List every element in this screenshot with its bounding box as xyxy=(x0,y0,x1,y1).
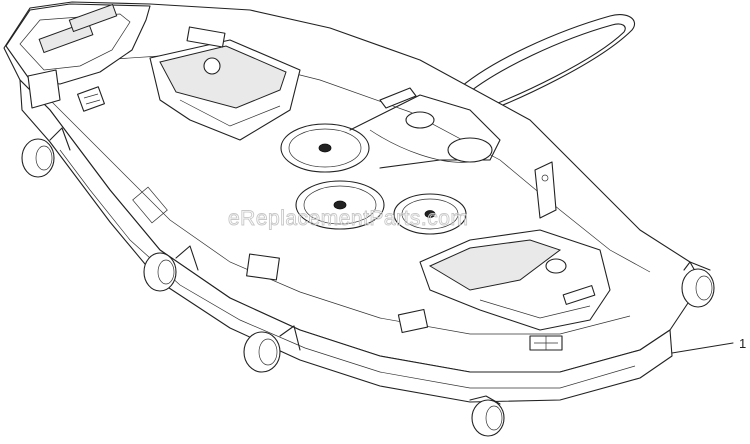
anti-scalp-wheel-rear-left xyxy=(243,331,281,373)
spindle-pulley-left xyxy=(280,123,370,173)
idler-assembly xyxy=(349,87,501,169)
spindle-pulley-right xyxy=(393,193,467,235)
right-bracket xyxy=(534,161,557,219)
front-bumper-plate xyxy=(5,3,151,109)
right-deflector-shield xyxy=(419,229,611,331)
deck-decals xyxy=(77,86,563,351)
drive-belt xyxy=(454,14,636,119)
anti-scalp-wheel-rear-center xyxy=(471,399,505,437)
watermark-text: eReplacementParts.com xyxy=(228,207,468,230)
callout-1: 1 xyxy=(671,336,746,354)
left-mount-bracket xyxy=(149,26,301,141)
wheel-brackets xyxy=(49,127,711,405)
anti-scalp-wheel-front-left xyxy=(21,138,55,178)
spindle-pulley-center xyxy=(295,180,385,230)
anti-scalp-wheel-rear-right xyxy=(681,268,715,308)
callout-label: 1 xyxy=(739,336,746,351)
anti-scalp-wheel-left-mid xyxy=(143,252,177,292)
